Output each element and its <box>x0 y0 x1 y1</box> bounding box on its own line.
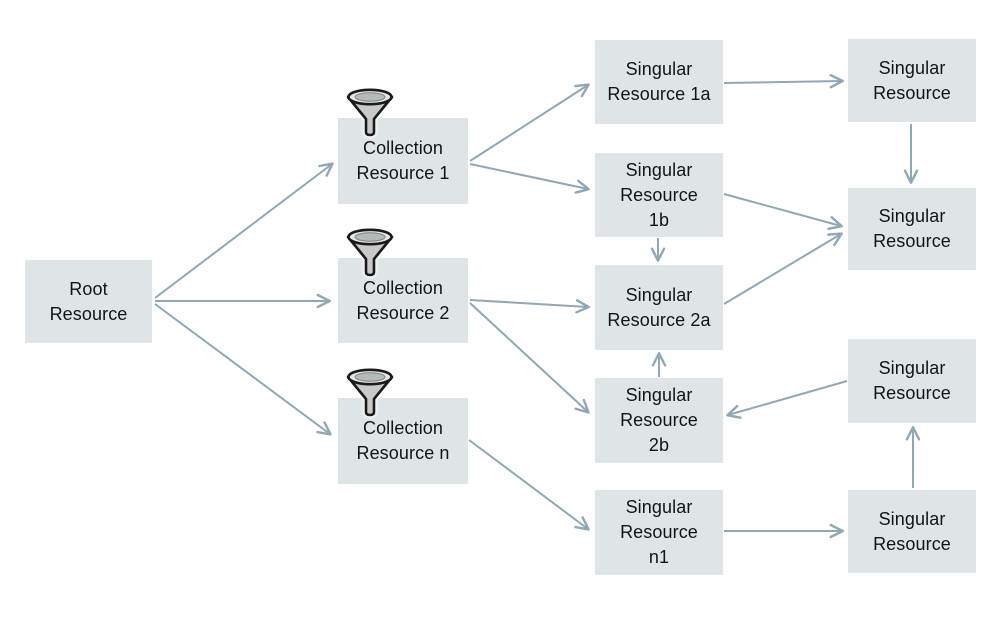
node-singular-resource-mid-right: Singular Resource <box>848 188 976 270</box>
funnel-icon <box>346 88 394 137</box>
node-singular-resource-lower-right: Singular Resource <box>848 339 976 423</box>
edge-root-to-collection-n <box>154 303 332 436</box>
edge-collection-1-to-singular-1b <box>469 163 590 194</box>
edge-collection-2-to-singular-2a <box>469 299 590 314</box>
node-singular-resource-n1: Singular Resource n1 <box>595 490 723 575</box>
node-singular-resource-1a: Singular Resource 1a <box>595 40 723 124</box>
node-root-resource: Root Resource <box>25 260 152 343</box>
edge-collection-2-to-singular-2b <box>469 302 590 414</box>
edge-singular-1a-to-singular-top-right <box>723 73 844 89</box>
edge-singular-lower-right-to-singular-2b <box>726 380 848 419</box>
edge-root-to-collection-1 <box>154 162 334 299</box>
node-singular-resource-1b: Singular Resource 1b <box>595 153 723 237</box>
edge-singular-1b-to-singular-mid-right <box>723 193 843 231</box>
funnel-icon <box>346 368 394 417</box>
node-collection-resource-n: Collection Resource n <box>338 398 468 484</box>
node-singular-resource-2a: Singular Resource 2a <box>595 265 723 350</box>
funnel-icon <box>346 228 394 277</box>
node-singular-resource-bottom-right: Singular Resource <box>848 490 976 573</box>
node-singular-resource-2b: Singular Resource 2b <box>595 378 723 463</box>
edge-collection-1-to-singular-1a <box>469 83 590 162</box>
edge-singular-2a-to-singular-mid-right <box>723 232 843 305</box>
node-singular-resource-top-right: Singular Resource <box>848 39 976 122</box>
edge-collection-n-to-singular-n1 <box>468 439 590 531</box>
node-collection-resource-1: Collection Resource 1 <box>338 118 468 204</box>
node-collection-resource-2: Collection Resource 2 <box>338 258 468 343</box>
